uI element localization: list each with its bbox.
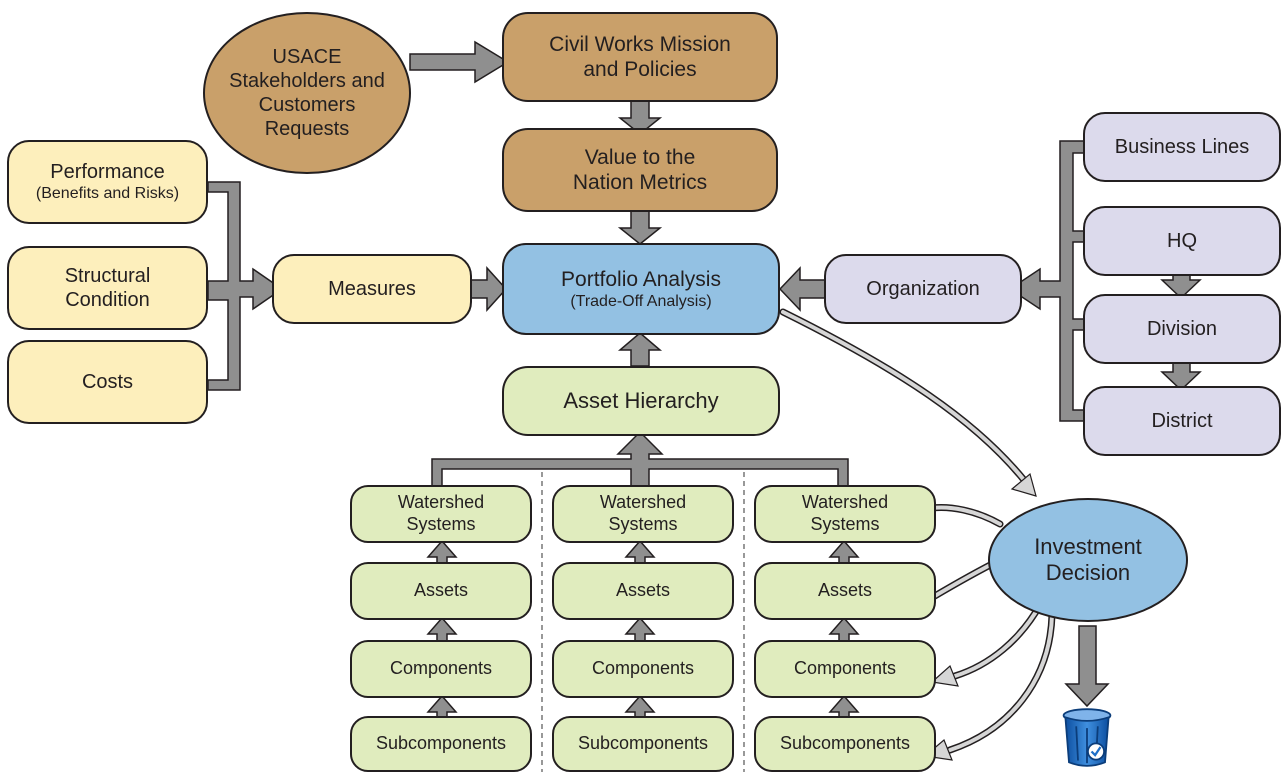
costs-node: Costs: [7, 340, 208, 424]
hierarchy-tree: [431, 430, 849, 489]
performance-title: Performance: [50, 161, 165, 184]
subcomponents-col3: Subcomponents: [754, 716, 936, 772]
trash-bin-icon: [1062, 708, 1112, 767]
bracket-right: [1008, 140, 1092, 422]
subcomponents-col1: Subcomponents: [350, 716, 532, 772]
organization-node: Organization: [824, 254, 1022, 324]
performance-subtitle: (Benefits and Risks): [35, 185, 180, 203]
portfolio-title: Portfolio Analysis: [561, 267, 721, 291]
value-metrics-node: Value to the Nation Metrics: [502, 128, 778, 212]
arrow-investment-to-trash: [1064, 625, 1110, 708]
watershed-systems-col2: Watershed Systems: [552, 485, 734, 543]
watershed-systems-col3: Watershed Systems: [754, 485, 936, 543]
assets-col2: Assets: [552, 562, 734, 620]
district-node: District: [1083, 386, 1281, 456]
measures-node: Measures: [272, 254, 472, 324]
asset-hierarchy-node: Asset Hierarchy: [502, 366, 780, 436]
stakeholders-node: USACE Stakeholders and Customers Request…: [203, 12, 411, 174]
assets-col1: Assets: [350, 562, 532, 620]
bracket-left: [207, 181, 284, 391]
arrow-stakeholders-to-mission: [409, 40, 510, 84]
performance-node: Performance (Benefits and Risks): [7, 140, 208, 224]
arrow-hierarchy-to-portfolio: [617, 332, 663, 367]
structural-condition-node: Structural Condition: [7, 246, 208, 330]
arrow-value-to-portfolio: [617, 210, 663, 245]
subcomponents-col2: Subcomponents: [552, 716, 734, 772]
hq-node: HQ: [1083, 206, 1281, 276]
mission-node: Civil Works Mission and Policies: [502, 12, 778, 102]
components-col3: Components: [754, 640, 936, 698]
assets-col3: Assets: [754, 562, 936, 620]
arrow-mission-to-value: [617, 100, 663, 135]
portfolio-subtitle: (Trade-Off Analysis): [570, 293, 712, 310]
investment-decision-node: Investment Decision: [988, 498, 1188, 622]
division-node: Division: [1083, 294, 1281, 364]
business-lines-node: Business Lines: [1083, 112, 1281, 182]
watershed-systems-col1: Watershed Systems: [350, 485, 532, 543]
portfolio-analysis-node: Portfolio Analysis (Trade-Off Analysis): [502, 243, 780, 335]
components-col1: Components: [350, 640, 532, 698]
components-col2: Components: [552, 640, 734, 698]
